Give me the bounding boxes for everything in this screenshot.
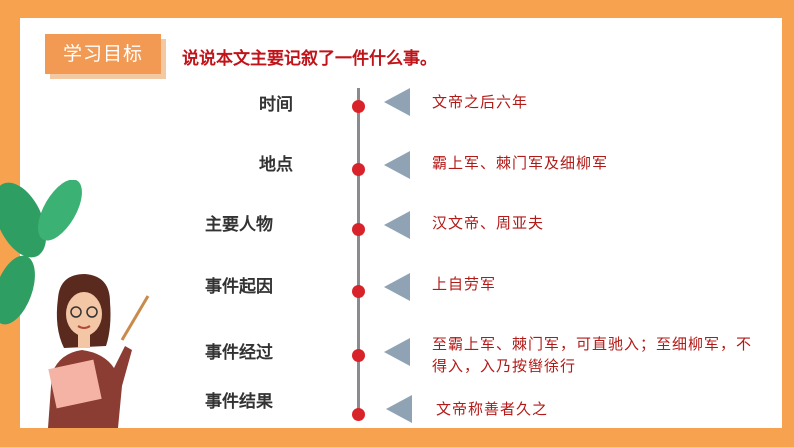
row-label-process: 事件经过 [205, 343, 273, 363]
row-label-result: 事件结果 [205, 392, 273, 412]
pointer-triangle-icon [386, 395, 412, 423]
leaf-decoration [0, 180, 110, 330]
timeline-dot [352, 100, 365, 113]
timeline-dot [352, 285, 365, 298]
timeline-dot [352, 223, 365, 236]
pointer-triangle-icon [384, 338, 410, 366]
pointer-triangle-icon [384, 273, 410, 301]
row-label-time: 时间 [259, 95, 293, 115]
pointer-triangle-icon [384, 88, 410, 116]
row-value-cause: 上自劳军 [432, 275, 497, 293]
row-value-result: 文帝称善者久之 [436, 400, 549, 418]
row-value-place: 霸上军、棘门军及细柳军 [432, 154, 609, 172]
section-tag: 学习目标 [45, 34, 161, 74]
timeline-axis [357, 88, 360, 418]
question-text: 说说本文主要记叙了一件什么事。 [182, 49, 437, 69]
row-label-cause: 事件起因 [205, 277, 273, 297]
row-label-people: 主要人物 [205, 215, 273, 235]
row-label-place: 地点 [259, 155, 293, 175]
timeline-dot [352, 408, 365, 421]
pointer-triangle-icon [384, 211, 410, 239]
teacher-illustration [30, 268, 160, 432]
row-value-process: 至霸上军、棘门军，可直驰入；至细柳军，不得入，入乃按辔徐行 [432, 335, 753, 375]
row-value-people: 汉文帝、周亚夫 [432, 214, 545, 232]
row-value-time: 文帝之后六年 [432, 93, 529, 111]
timeline-dot [352, 349, 365, 362]
pointer-triangle-icon [384, 151, 410, 179]
timeline-dot [352, 163, 365, 176]
